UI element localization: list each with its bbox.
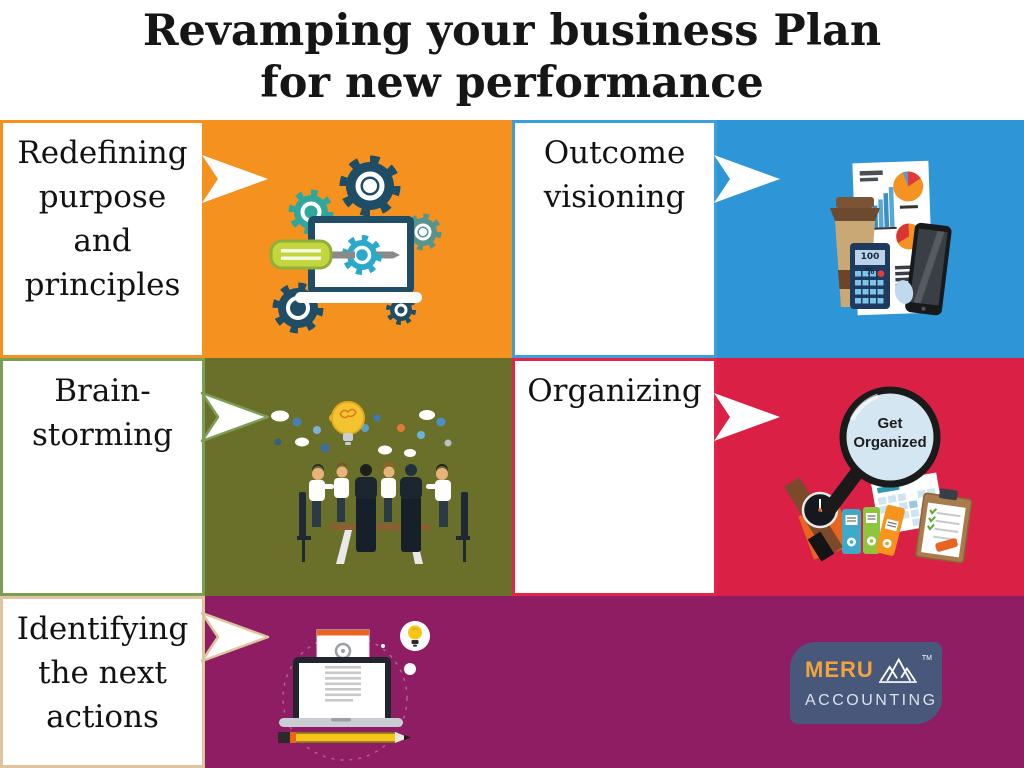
dashed-circle	[282, 635, 408, 761]
panel-brainstorming	[205, 358, 512, 596]
panel-identifying: MERU TM ACCOUNTING	[205, 596, 1024, 768]
panel-redefining	[205, 120, 512, 358]
calculator-icon	[850, 243, 890, 309]
gears-laptop-illustration	[269, 155, 442, 334]
pointer-arrow-icon	[714, 153, 784, 205]
meru-accounting-logo: MERU TM ACCOUNTING	[790, 642, 942, 724]
pointer-arrow-icon	[714, 391, 784, 443]
pointer-arrow-icon	[202, 153, 272, 205]
mountain-icon	[878, 657, 917, 683]
panel-outcome: 100 %	[717, 120, 1024, 358]
screwdriver-gear-icon	[269, 235, 400, 275]
label-organizing: Organizing	[527, 373, 702, 409]
calculator-display: 100 %	[860, 252, 880, 277]
label-outcome: Outcome visioning	[543, 135, 686, 215]
document-front	[317, 663, 369, 712]
pointer-arrow-icon	[200, 611, 272, 663]
meru-wordmark: MERU	[805, 657, 874, 682]
label-box-organizing: Organizing	[512, 358, 780, 596]
tm-mark: TM	[921, 655, 932, 662]
people-icons	[297, 462, 470, 562]
label-box-outcome: Outcome visioning	[512, 120, 780, 358]
get-organized-illustration	[784, 386, 973, 564]
laptop-document-pencil-illustration	[278, 621, 430, 761]
label-box-redefining: Redefining purpose and principles	[0, 120, 268, 358]
pointer-arrow-icon	[200, 391, 272, 443]
gear-icon	[386, 295, 416, 325]
binder-icons	[842, 504, 905, 556]
accounting-wordmark: ACCOUNTING	[805, 692, 938, 709]
pencil-icon	[278, 732, 411, 743]
label-brainstorming: Brain- storming	[32, 373, 173, 453]
page-title: Revamping your business Plan for new per…	[142, 6, 882, 108]
label-box-identifying: Identifying the next actions	[0, 596, 270, 768]
team-brainstorm-illustration	[271, 401, 470, 564]
lightbulb-icon	[381, 621, 430, 675]
clipboard-icon	[915, 488, 973, 564]
smartphone-icon	[905, 222, 952, 316]
idea-cloud-icons	[271, 410, 452, 457]
magnifier-text: Get Organized	[853, 415, 927, 451]
gear-icon	[339, 155, 401, 217]
charts-calculator-phone-illustration	[830, 160, 952, 316]
panel-organizing: Get Organized	[717, 358, 1024, 596]
label-identifying: Identifying the next actions	[16, 611, 189, 735]
lightbulb-icon	[331, 401, 365, 445]
label-redefining: Redefining purpose and principles	[17, 135, 188, 303]
magnifier-icon	[822, 386, 941, 517]
gear-icon	[404, 213, 442, 251]
lens-icon	[894, 280, 914, 304]
label-box-brainstorming: Brain- storming	[0, 358, 270, 596]
